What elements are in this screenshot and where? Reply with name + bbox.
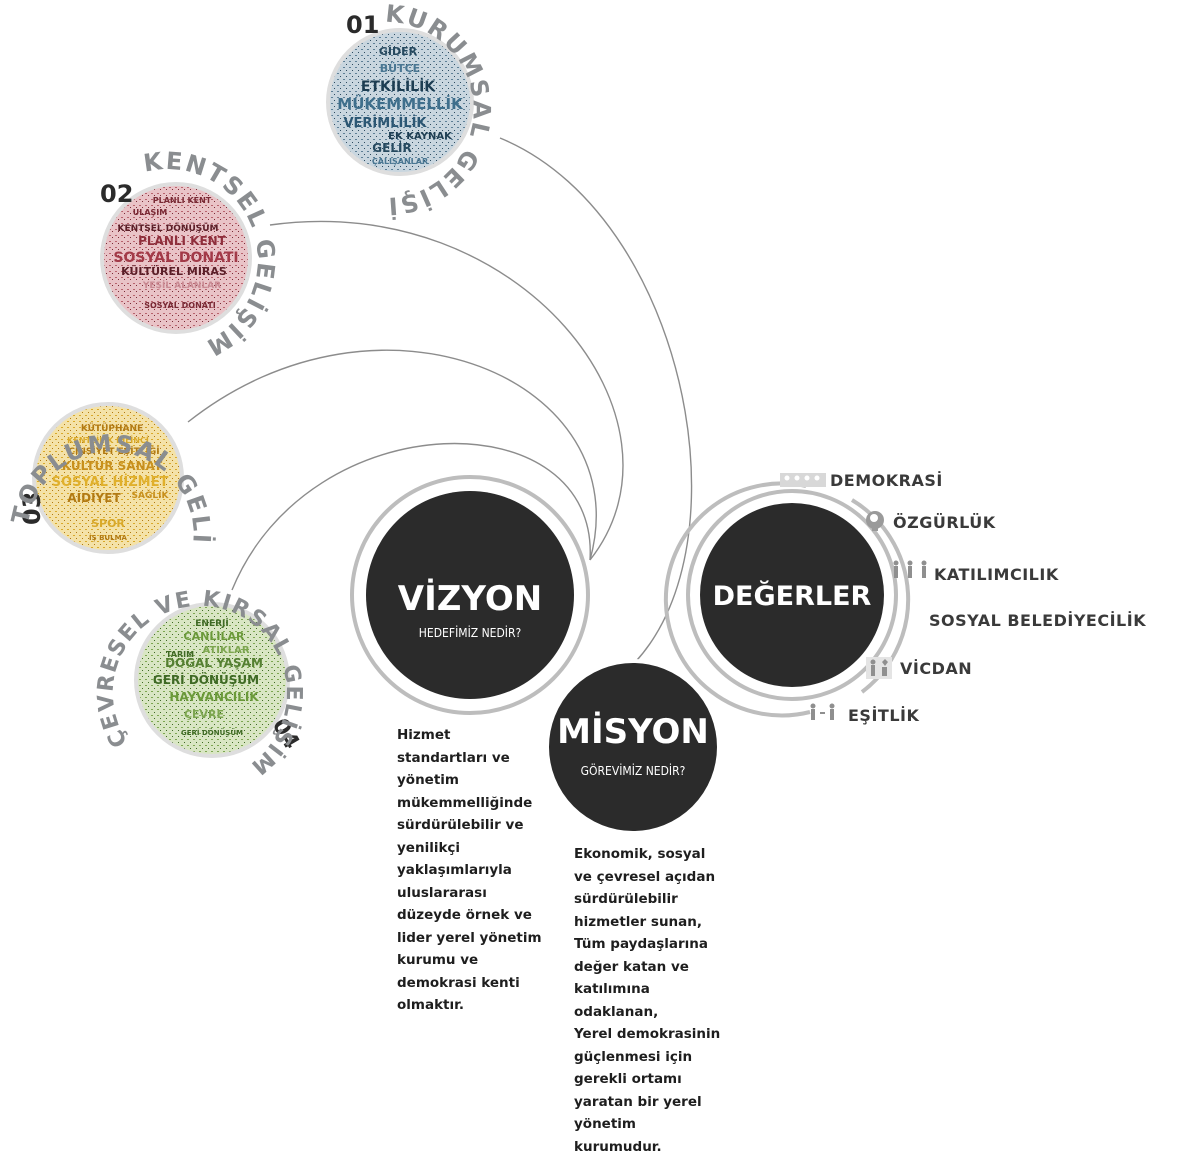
- connector-arc-04: [231, 442, 591, 591]
- value-item-esitlik: EŞİTLİK: [810, 703, 919, 725]
- cloud-word: CANLILAR: [184, 630, 245, 643]
- word-cloud-01: [326, 28, 474, 176]
- cloud-word: KÜTÜPHANE: [81, 423, 143, 434]
- word-cloud-01-words: GİDER BÜTÇE ETKİLİLİK MÜKEMMELLİK VERİML…: [337, 44, 464, 166]
- cloud-word: ULAŞIM: [133, 208, 168, 217]
- people-group-icon: [780, 473, 826, 487]
- cloud-word: HAYVANCILIK: [169, 690, 259, 704]
- value-label: VİCDAN: [900, 659, 972, 678]
- cloud-word: SAĞLIK: [132, 489, 170, 501]
- value-item-sosyal-belediyecilik: SOSYAL BELEDİYECİLİK: [929, 611, 1146, 630]
- cloud-word: CİNSİYET EŞİTLİĞİ: [68, 445, 159, 457]
- cloud-word: AİDİYET: [67, 490, 121, 505]
- values-circle: [700, 503, 884, 687]
- cloud-word: KENTLİLİK BİLİNCİ: [67, 435, 149, 445]
- cloud-word: KENTSEL DÖNÜŞÜM: [118, 223, 219, 234]
- mission-text: Ekonomik, sosyal ve çevresel açıdan sürd…: [574, 846, 721, 1155]
- head-idea-icon: [866, 511, 884, 531]
- cloud-word: PLANLI KENT: [138, 234, 227, 248]
- value-item-demokrasi: DEMOKRASİ: [780, 471, 943, 490]
- vision-text: Hizmet standartları ve yönetim mükemmell…: [397, 727, 542, 1013]
- values-list: DEMOKRASİ ÖZGÜRLÜK KATILIMCILIK SOSYAL B…: [780, 471, 1146, 725]
- cloud-word: TARIM: [166, 650, 194, 659]
- word-cloud-02: [100, 182, 252, 334]
- connector-arcs: [187, 137, 693, 691]
- value-item-vicdan: VİCDAN: [866, 657, 972, 679]
- cloud-word: ATIKLAR: [202, 645, 249, 656]
- cloud-word: KÜLTÜREL MİRAS: [121, 264, 227, 278]
- cloud-word: MÜKEMMELLİK: [337, 94, 464, 113]
- cloud-word: GERİ DÖNÜŞÜM: [181, 728, 243, 737]
- word-cloud-04-words: ENERJİ CANLILAR ATIKLAR TARIM DOĞAL YAŞA…: [153, 618, 263, 737]
- mission-node[interactable]: MİSYON GÖREVİMİZ NEDİR?: [545, 659, 721, 835]
- word-cloud-04: [134, 602, 290, 758]
- cloud-word: VERİMLİLİK: [343, 115, 427, 131]
- connector-arc-02: [269, 220, 624, 561]
- value-label: KATILIMCILIK: [934, 565, 1059, 584]
- two-people-icon: [810, 703, 835, 720]
- cloud-word: GERİ DÖNÜŞÜM: [153, 672, 259, 687]
- values-outer-ring: [663, 481, 811, 718]
- cloud-word: ENERJİ: [195, 618, 228, 629]
- value-item-ozgurluk: ÖZGÜRLÜK: [866, 511, 996, 532]
- goal-02[interactable]: PLANLI KENT ULAŞIM KENTSEL DÖNÜŞÜM PLANL…: [100, 147, 280, 362]
- value-label: SOSYAL BELEDİYECİLİK: [929, 611, 1146, 630]
- cloud-word: GİDER: [379, 44, 418, 58]
- cloud-word: SOSYAL DONATI: [144, 301, 216, 310]
- cloud-word: İŞ BULMA: [89, 533, 128, 542]
- vision-node[interactable]: VİZYON HEDEFİMİZ NEDİR?: [350, 475, 590, 715]
- mission-circle: [545, 659, 721, 835]
- cloud-word: ÇEVRE: [184, 708, 224, 721]
- cloud-word: PLANLI KENT: [153, 196, 212, 205]
- goal-01[interactable]: GİDER BÜTÇE ETKİLİLİK MÜKEMMELLİK VERİML…: [0, 0, 496, 221]
- goal-number: 02: [100, 180, 133, 208]
- mission-title: MİSYON: [557, 711, 709, 752]
- connector-arc-03: [187, 349, 597, 561]
- cloud-word: SPOR: [91, 517, 125, 530]
- cloud-word: ETKİLİLİK: [361, 78, 436, 95]
- goal-04[interactable]: ENERJİ CANLILAR ATIKLAR TARIM DOĞAL YAŞA…: [93, 587, 305, 780]
- goal-number: 03: [18, 492, 46, 525]
- word-cloud-03: [32, 402, 184, 554]
- connector-arc-01: [499, 137, 693, 691]
- cloud-word: EK KAYNAK: [388, 131, 453, 142]
- values-title: DEĞERLER: [713, 580, 872, 612]
- vision-subtitle: HEDEFİMİZ NEDİR?: [419, 625, 521, 640]
- cloud-word: GELİR: [372, 140, 411, 155]
- heart-person-icon: [866, 657, 892, 679]
- word-cloud-03-words: KÜTÜPHANE KENTLİLİK BİLİNCİ CİNSİYET EŞİ…: [52, 423, 170, 542]
- cloud-word: BÜTÇE: [380, 61, 420, 75]
- cloud-word: DOĞAL YAŞAM: [165, 655, 263, 670]
- people-row-icon: [893, 560, 927, 578]
- value-label: DEMOKRASİ: [830, 471, 943, 490]
- vision-title: VİZYON: [398, 578, 542, 619]
- values-ring: [686, 489, 898, 701]
- mission-subtitle: GÖREVİMİZ NEDİR?: [581, 762, 686, 778]
- cloud-word: ÇALIŞANLAR: [372, 157, 428, 166]
- cloud-word: YEŞİL ALANLAR: [142, 280, 221, 291]
- values-node[interactable]: DEĞERLER: [663, 481, 911, 718]
- vision-ring: [350, 475, 590, 715]
- value-label: ÖZGÜRLÜK: [893, 513, 996, 532]
- word-cloud-02-words: PLANLI KENT ULAŞIM KENTSEL DÖNÜŞÜM PLANL…: [113, 196, 238, 310]
- value-label: EŞİTLİK: [848, 706, 919, 725]
- cloud-word: KÜLTÜR SANAT: [62, 458, 163, 473]
- value-item-katilimcilik: KATILIMCILIK: [893, 560, 1059, 584]
- cloud-word: SOSYAL DONATI: [113, 250, 238, 266]
- vision-circle: [366, 491, 574, 699]
- goal-number: 01: [346, 11, 379, 39]
- cloud-word: SOSYAL HİZMET: [52, 474, 169, 490]
